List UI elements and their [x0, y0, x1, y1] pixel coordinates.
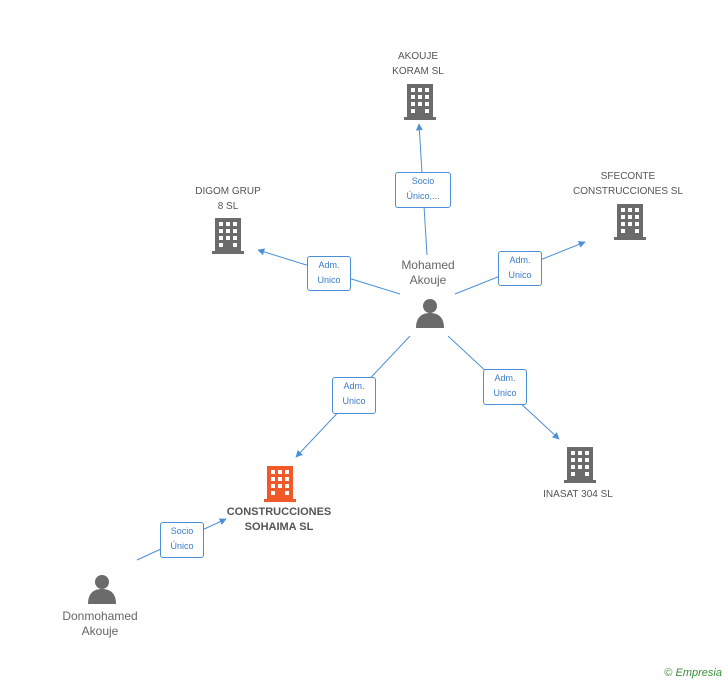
edge-label-to-akouje[interactable]: Socio Único,...: [395, 172, 451, 208]
node-label-line: Akouje: [409, 273, 447, 287]
node-label-line: CONSTRUCCIONES: [226, 506, 332, 518]
node-label-sfeconte[interactable]: SFECONTE CONSTRUCCIONES SL: [568, 169, 688, 199]
node-label-line: Mohamed: [401, 258, 455, 272]
node-label-line: Akouje: [81, 624, 119, 638]
building-icon[interactable]: [564, 447, 596, 483]
node-label-inasat[interactable]: INASAT 304 SL: [530, 487, 626, 502]
edge-label-line: Único: [170, 541, 194, 551]
node-label-line: CONSTRUCCIONES SL: [572, 186, 683, 197]
edge-label-to-inasat[interactable]: Adm. Unico: [483, 369, 527, 405]
person-icon[interactable]: [415, 298, 445, 328]
node-label-akouje-koram[interactable]: AKOUJE KORAM SL: [370, 49, 466, 79]
edge-label-line: Adm.: [343, 381, 365, 391]
edge-label-don-to-sohaima[interactable]: Socio Único: [160, 522, 204, 558]
building-icon[interactable]: [614, 204, 646, 240]
edge-label-line: Adm.: [509, 255, 531, 265]
building-icon[interactable]: [404, 84, 436, 120]
edge-label-line: Unico: [342, 396, 366, 406]
edge-label-line: Unico: [508, 270, 532, 280]
node-label-line: INASAT 304 SL: [543, 489, 613, 500]
node-label-line: Donmohamed: [62, 609, 138, 623]
edge-label-to-sohaima[interactable]: Adm. Unico: [332, 377, 376, 414]
brand-name: Empresia: [675, 667, 722, 679]
node-label-line: DIGOM GRUP: [195, 186, 261, 197]
person-icon[interactable]: [87, 574, 117, 604]
edge-label-to-digom[interactable]: Adm. Unico: [307, 256, 351, 291]
node-label-line: 8 SL: [217, 201, 239, 212]
node-label-line: AKOUJE: [397, 51, 438, 62]
edge-label-to-sfeconte[interactable]: Adm. Unico: [498, 251, 542, 286]
node-label-line: SOHAIMA SL: [244, 521, 314, 533]
footer-brand[interactable]: ©Empresia: [664, 667, 722, 679]
node-label-mohamed[interactable]: Mohamed Akouje: [380, 258, 476, 288]
building-icon[interactable]: [212, 218, 244, 254]
node-label-sohaima[interactable]: CONSTRUCCIONES SOHAIMA SL: [214, 505, 344, 535]
edge-label-line: Adm.: [494, 373, 516, 383]
edge-label-line: Socio: [411, 176, 435, 186]
edge-label-line: Adm.: [318, 260, 340, 270]
building-icon-focus[interactable]: [264, 466, 296, 502]
edge-label-line: Socio: [170, 526, 194, 536]
edge-label-line: Unico: [493, 388, 517, 398]
node-label-digom[interactable]: DIGOM GRUP 8 SL: [180, 184, 276, 214]
node-label-line: KORAM SL: [392, 66, 444, 77]
node-label-line: SFECONTE: [600, 171, 656, 182]
copyright-icon: ©: [664, 667, 673, 679]
edge-label-line: Unico: [317, 275, 341, 285]
edge-label-line: Único,...: [406, 191, 440, 201]
node-label-donmohamed[interactable]: Donmohamed Akouje: [50, 609, 150, 639]
